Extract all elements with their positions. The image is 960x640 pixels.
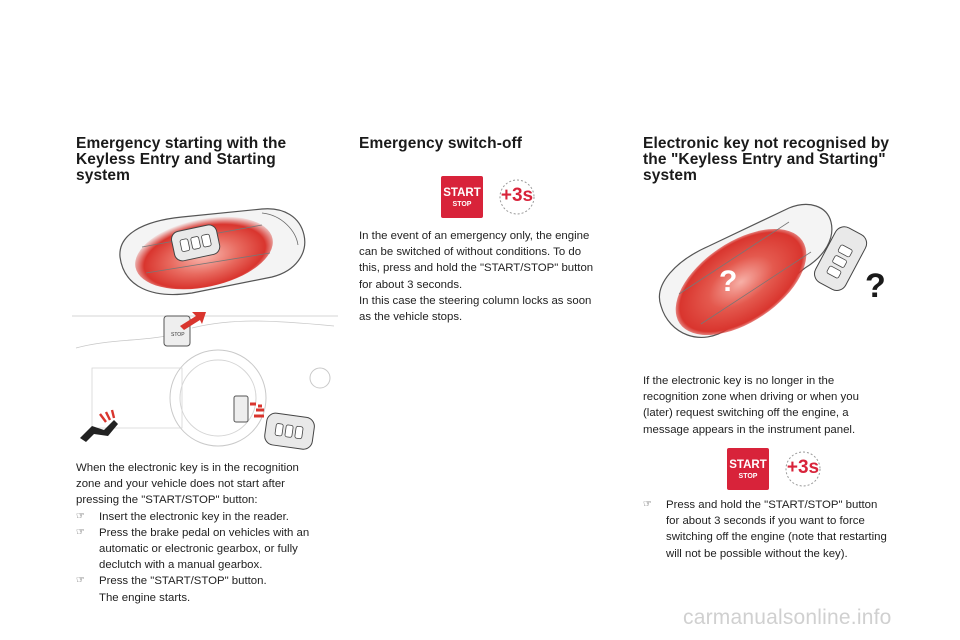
emergency-starting-instructions: When the electronic key is in the recogn… [76, 460, 346, 606]
timer-3s-icon: +3s [497, 177, 537, 217]
list-item: Press and hold the "START/STOP" button f… [643, 497, 913, 562]
list-item: Insert the electronic key in the reader. [76, 509, 346, 525]
start-stop-button-icon: START STOP [727, 448, 769, 490]
emergency-starting-steps: Insert the electronic key in the reader.… [76, 509, 346, 590]
key-question-mark: ? [865, 267, 886, 305]
emergency-switch-off-text: In the event of an emergency only, the e… [359, 230, 594, 324]
list-item: Press the "START/STOP" button. [76, 573, 346, 589]
key-not-recognised-text: If the electronic key is no longer in th… [643, 375, 859, 436]
car-question-mark: ? [719, 265, 738, 298]
dashboard-reader-illustration: STOP [72, 312, 338, 450]
section-title-emergency-starting: Emergency starting with the Keyless Entr… [76, 135, 287, 184]
list-item: Press the brake pedal on vehicles with a… [76, 525, 346, 574]
svg-text:STOP: STOP [171, 332, 185, 338]
section-title-emergency-switch-off: Emergency switch-off [359, 135, 523, 152]
car-key-not-recognised-illustration [658, 203, 868, 338]
car-key-reader-illustration [119, 208, 306, 296]
force-switch-off-instructions: Press and hold the "START/STOP" button f… [643, 497, 913, 562]
start-stop-button-icon: START STOP [441, 176, 483, 218]
watermark: carmanualsonline.info [683, 606, 892, 629]
section-title-key-not-recognised: Electronic key not recognised by the "Ke… [643, 135, 890, 184]
timer-3s-icon: +3s [783, 449, 823, 489]
